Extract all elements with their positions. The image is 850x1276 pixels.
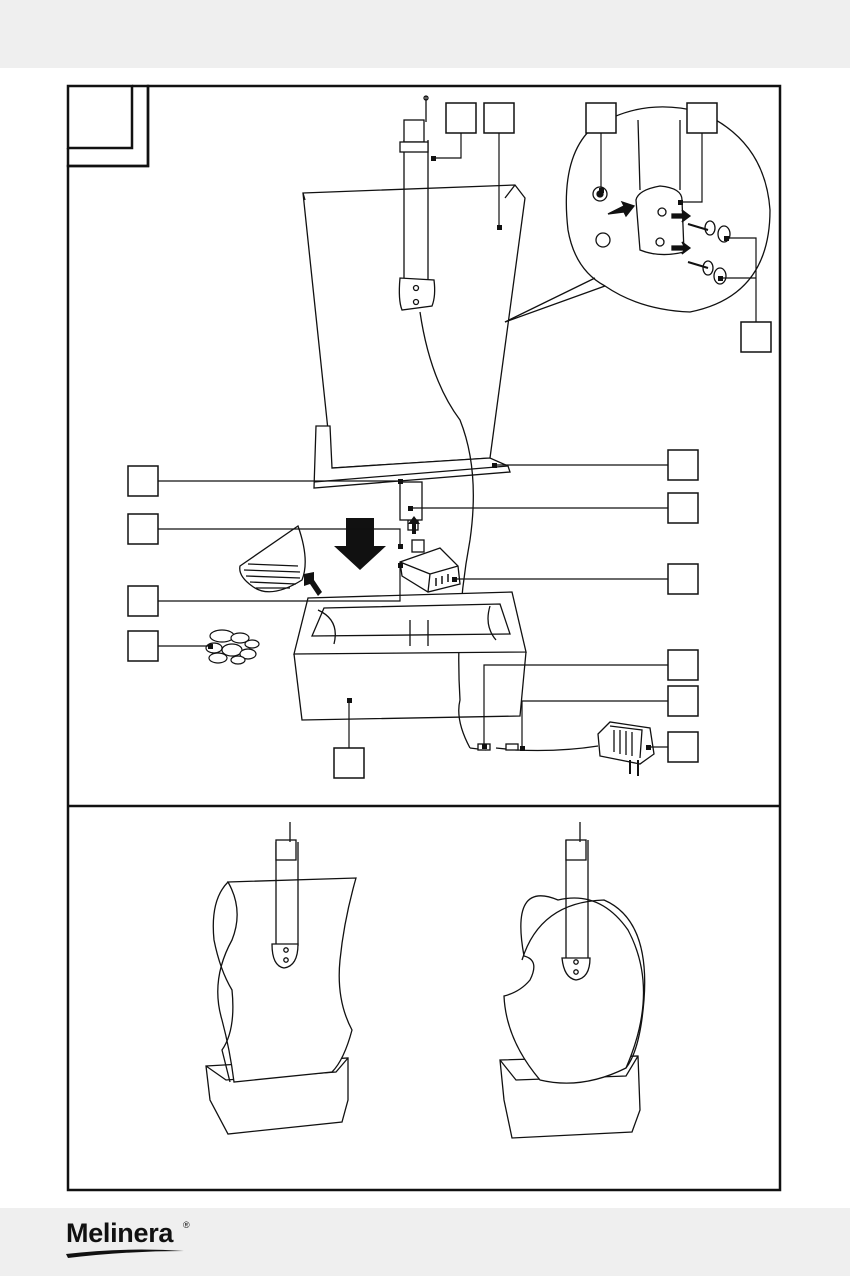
- tube-arrow: [408, 516, 420, 534]
- water-tube: [398, 95, 474, 749]
- decorative-stones: [205, 629, 260, 665]
- figure-number-box: [66, 84, 134, 150]
- wall-bracket-detail: [504, 106, 771, 323]
- leader-dots: [208, 156, 729, 751]
- detail-arrow: [607, 200, 636, 218]
- panel-base-tray: [313, 425, 511, 489]
- moon-panel-variant: [499, 822, 646, 1139]
- logo-swoosh-icon: [66, 1249, 184, 1258]
- brand-name: Melinera: [66, 1218, 174, 1248]
- connector-tube: [399, 481, 423, 521]
- wave-panel-variant: [205, 822, 357, 1135]
- pump: [399, 519, 461, 593]
- brand-logo: Melinera ®: [66, 1218, 196, 1268]
- top-margin-band: [0, 0, 850, 68]
- insert-arrow-small: [304, 572, 322, 596]
- bottom-margin-band: [0, 1208, 850, 1276]
- basin: [293, 591, 527, 721]
- power-adapter: [597, 721, 655, 776]
- leader-lines: [158, 133, 757, 748]
- fountain-panel: [302, 184, 526, 469]
- power-cable: [469, 743, 599, 752]
- insert-arrow-large: [334, 518, 386, 570]
- registered-mark: ®: [183, 1220, 190, 1230]
- water-jug: [239, 524, 306, 593]
